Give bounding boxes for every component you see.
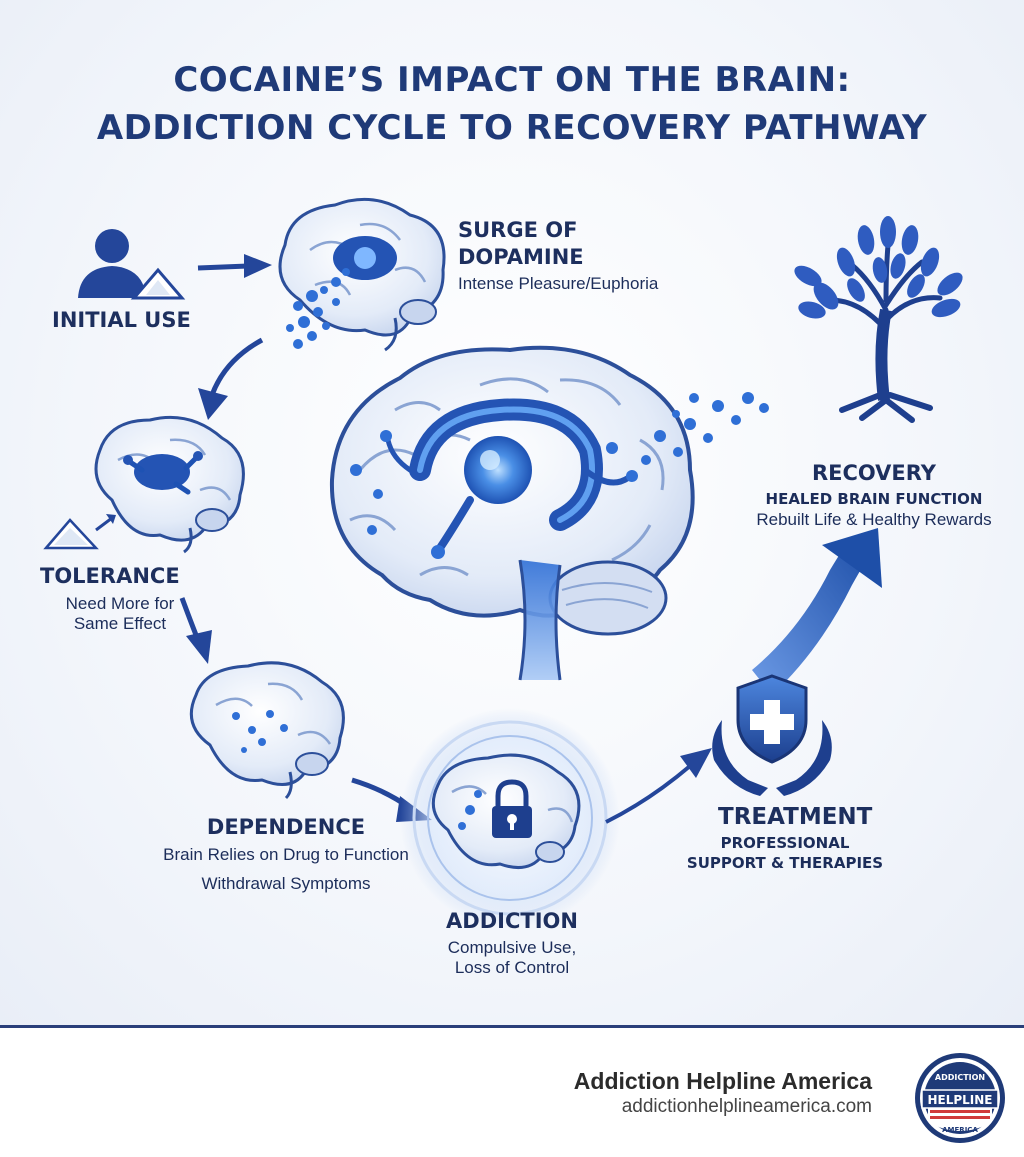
- diagram-graphics: [43, 197, 963, 928]
- brain-icon-tolerance: [94, 415, 245, 554]
- arrow-tolerance-to-dependence: [179, 597, 212, 664]
- addiction-desc-line1: Compulsive Use,: [447, 938, 577, 957]
- brain-icon-dependence: [189, 661, 345, 800]
- recovery-title: RECOVERY: [811, 461, 937, 485]
- recovery-desc-line2: Rebuilt Life & Healthy Rewards: [756, 510, 992, 529]
- arrow-treatment-to-recovery: [752, 528, 882, 695]
- tolerance-desc-line2: Same Effect: [73, 614, 167, 633]
- seal-icon: HELPLINE ADDICTION AMERICA: [915, 1053, 1005, 1143]
- tree-icon: [794, 216, 963, 423]
- padlock-icon: [492, 779, 532, 838]
- tolerance-title: TOLERANCE: [40, 564, 180, 588]
- recovery-desc-line1: HEALED BRAIN FUNCTION: [765, 490, 983, 508]
- surge-description: Intense Pleasure/Euphoria: [458, 274, 659, 293]
- tolerance-desc-line1: Need More for: [65, 594, 175, 613]
- title-line-2: ADDICTION CYCLE TO RECOVERY PATHWAY: [96, 108, 928, 148]
- shield-cross-icon: [736, 674, 808, 764]
- initial-use-title: INITIAL USE: [52, 308, 191, 332]
- dopamine-particles-central: [350, 392, 769, 535]
- brain-icon-surge: [278, 197, 446, 352]
- brand-name: Addiction Helpline America: [573, 1068, 872, 1094]
- hands-icon: [712, 720, 832, 796]
- seal-text-top: ADDICTION: [935, 1073, 985, 1082]
- title-line-1: COCAINE’S IMPACT ON THE BRAIN:: [173, 60, 851, 100]
- treatment-desc-line1: PROFESSIONAL: [720, 834, 850, 852]
- person-icon: [78, 229, 146, 298]
- arrow-initial-to-surge: [197, 254, 272, 278]
- dependence-desc-line1: Brain Relies on Drug to Function: [163, 845, 409, 864]
- infographic-canvas: COCAINE’S IMPACT ON THE BRAIN: ADDICTION…: [0, 0, 1024, 1025]
- arrow-surge-to-tolerance: [198, 337, 264, 420]
- treatment-title: TREATMENT: [718, 804, 873, 830]
- footer: Addiction Helpline America addictionhelp…: [0, 1025, 1024, 1157]
- brand-url[interactable]: addictionhelplineamerica.com: [621, 1096, 872, 1117]
- dependence-title: DEPENDENCE: [206, 815, 366, 839]
- addiction-desc-line2: Loss of Control: [454, 958, 570, 977]
- dopamine-particles-surge: [286, 268, 350, 349]
- arrow-addiction-to-treatment: [605, 748, 712, 824]
- powder-pile-icon: [130, 267, 186, 300]
- surge-title-line2: DOPAMINE: [458, 245, 584, 269]
- brain-icon-central: [329, 345, 695, 681]
- dependence-desc-line2: Withdrawal Symptoms: [201, 874, 371, 893]
- powder-pile-growing-icon: [43, 514, 116, 550]
- seal-text-mid: HELPLINE: [927, 1093, 992, 1107]
- treatment-desc-line2: SUPPORT & THERAPIES: [686, 854, 884, 872]
- surge-title-line1: SURGE OF: [458, 218, 578, 242]
- seal-text-bottom: AMERICA: [942, 1126, 978, 1134]
- addiction-title: ADDICTION: [446, 909, 578, 933]
